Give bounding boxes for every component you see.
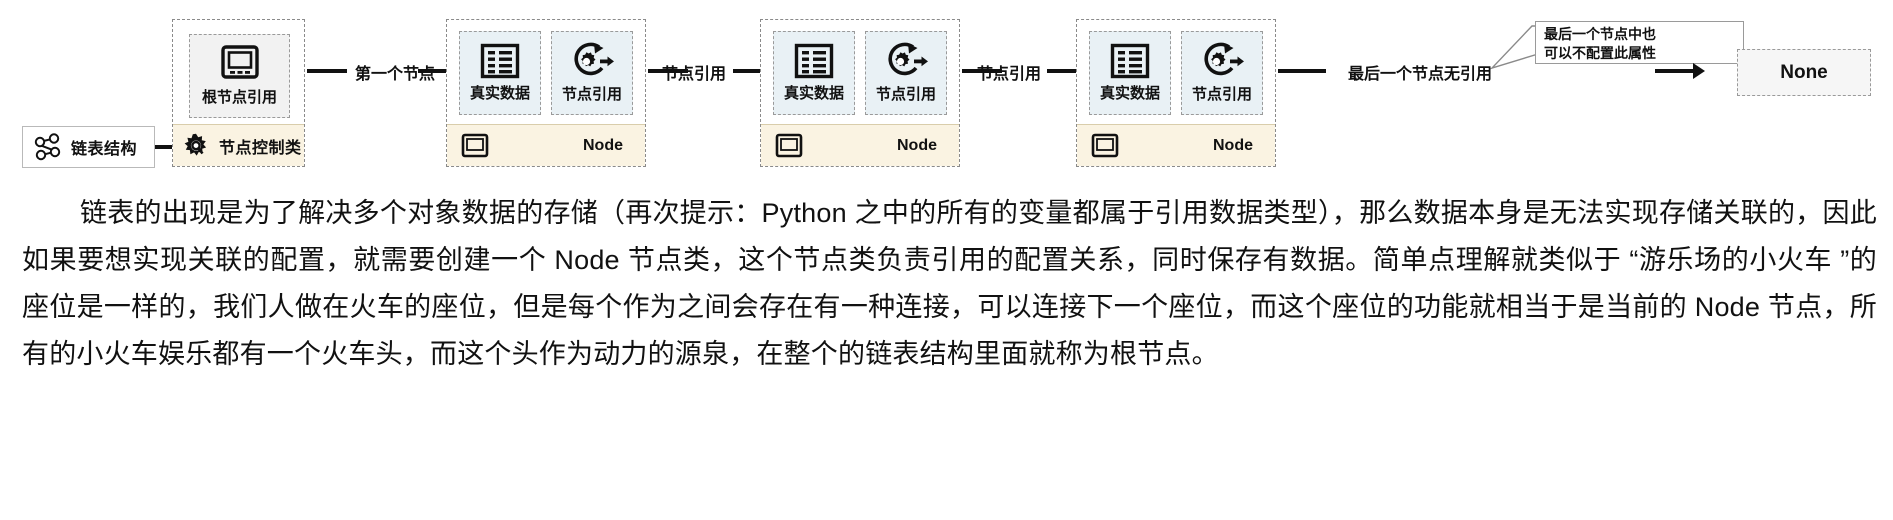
- body-paragraph: 链表的出现是为了解决多个对象数据的存储（再次提示：Python 之中的所有的变量…: [22, 198, 1877, 369]
- arrow-head-to-none: [1693, 63, 1705, 79]
- node-data-slot-3: 真实数据: [1089, 31, 1171, 115]
- arrow-line-to-node-3: [1047, 69, 1079, 73]
- graph-nodes-icon: [33, 133, 63, 161]
- gear-icon: [183, 133, 209, 159]
- node-ref-label-2: 节点引用: [875, 86, 936, 103]
- linked-structure-label: 链表结构: [71, 141, 138, 158]
- arrow-line-to-none: [1655, 69, 1695, 73]
- arrow-label-first-node: 第一个节点: [355, 66, 436, 83]
- root-reference-label: 根节点引用: [201, 89, 277, 106]
- tick-first-node: [307, 69, 347, 73]
- node-card-3: 真实数据 节点引用: [1076, 19, 1276, 167]
- node-data-label-1: 真实数据: [469, 85, 530, 102]
- root-reference-slot: 根节点引用: [189, 34, 290, 118]
- node-ref-slot-3: 节点引用: [1181, 31, 1263, 115]
- linked-list-diagram: 链表结构 根节点引用: [0, 0, 1893, 200]
- node-slots-3: 真实数据 节点引用: [1077, 20, 1275, 126]
- node-ref-slot-1: 节点引用: [551, 31, 633, 115]
- node-data-slot-2: 真实数据: [773, 31, 855, 115]
- node-ref-label-3: 节点引用: [1191, 86, 1252, 103]
- callout-box: 最后一个节点中也 可以不配置此属性: [1535, 21, 1744, 64]
- node-footer-2: Node: [761, 124, 959, 166]
- gear-arrow-icon: [883, 42, 929, 80]
- node-footer-1: Node: [447, 124, 645, 166]
- list-table-icon: [794, 43, 834, 79]
- gear-arrow-icon: [569, 42, 615, 80]
- node-data-label-2: 真实数据: [783, 85, 844, 102]
- monitor-small-icon: [461, 133, 489, 159]
- arrow-line-start-to-root: [155, 145, 187, 149]
- arrow-label-node-ref-1: 节点引用: [662, 66, 727, 83]
- node-ref-slot-2: 节点引用: [865, 31, 947, 115]
- node-card-1: 真实数据 节点引用: [446, 19, 646, 167]
- node-data-label-3: 真实数据: [1099, 85, 1160, 102]
- tick-last-no-ref: [1278, 69, 1326, 73]
- node-card-2: 真实数据 节点引用: [760, 19, 960, 167]
- root-controller-band: 节点控制类: [173, 124, 304, 166]
- arrow-line-to-node-1: [418, 69, 452, 73]
- node-data-slot-1: 真实数据: [459, 31, 541, 115]
- list-table-icon: [1110, 43, 1150, 79]
- monitor-icon: [220, 45, 260, 83]
- node-slots-1: 真实数据 节点引用: [447, 20, 645, 126]
- none-label: None: [1780, 61, 1828, 83]
- monitor-small-icon: [775, 133, 803, 159]
- node-slots-2: 真实数据 节点引用: [761, 20, 959, 126]
- node-ref-label-1: 节点引用: [561, 86, 622, 103]
- arrow-line-to-node-2: [733, 69, 765, 73]
- arrow-label-last-no-ref: 最后一个节点无引用: [1348, 66, 1493, 83]
- root-node-card: 根节点引用 节点控制类: [172, 19, 305, 167]
- none-terminal-box: None: [1737, 49, 1871, 96]
- gear-arrow-icon: [1199, 42, 1245, 80]
- linked-structure-box: 链表结构: [22, 126, 155, 168]
- node-name-3: Node: [1213, 136, 1253, 154]
- tick-node-ref-2: [962, 69, 1002, 73]
- node-name-2: Node: [897, 136, 937, 154]
- root-controller-label: 节点控制类: [219, 139, 302, 157]
- node-name-1: Node: [583, 136, 623, 154]
- list-table-icon: [480, 43, 520, 79]
- node-footer-3: Node: [1077, 124, 1275, 166]
- arrow-label-node-ref-2: 节点引用: [977, 66, 1042, 83]
- callout-line-2: 可以不配置此属性: [1544, 45, 1656, 61]
- monitor-small-icon: [1091, 133, 1119, 159]
- tick-node-ref-1: [648, 69, 688, 73]
- callout-line-1: 最后一个节点中也: [1544, 26, 1656, 42]
